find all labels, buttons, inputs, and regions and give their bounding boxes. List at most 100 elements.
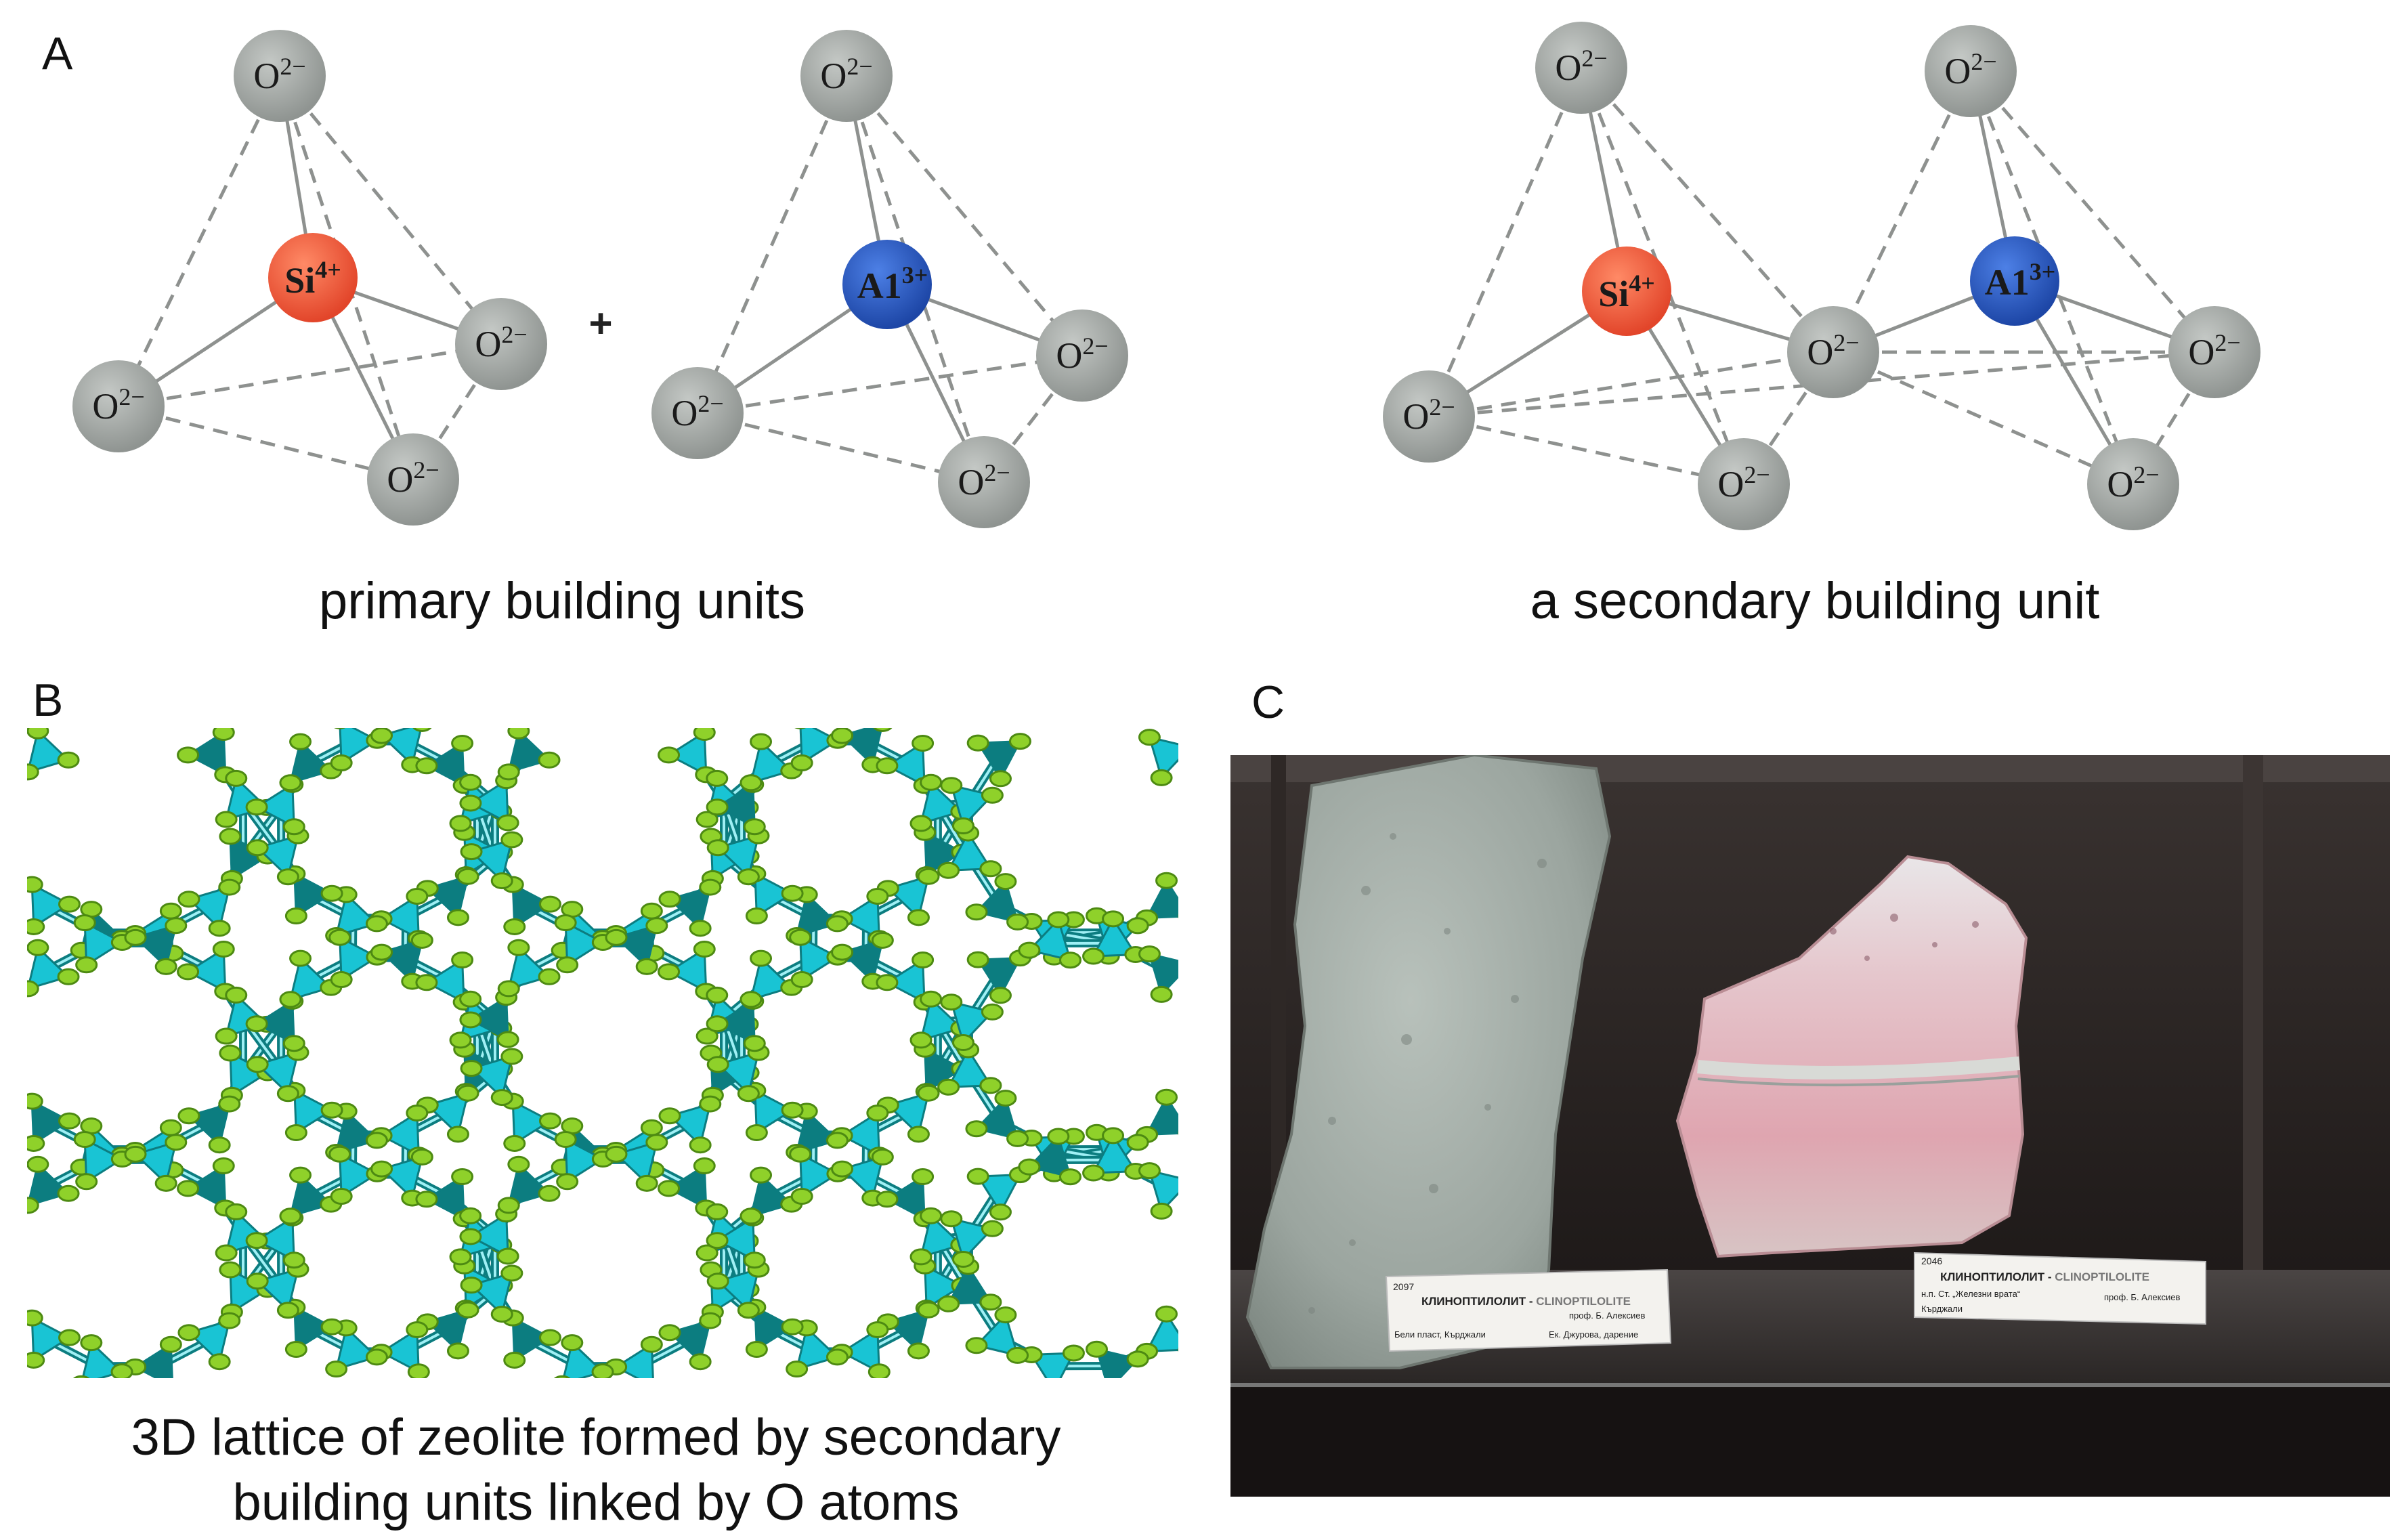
oxygen-sphere — [219, 828, 242, 845]
oxygen-sphere — [320, 1318, 343, 1335]
oxygen-sphere — [27, 728, 49, 740]
oxygen-sphere — [909, 1248, 933, 1266]
tetrahedron — [1092, 1133, 1138, 1174]
oxygen-atom — [1698, 438, 1790, 530]
oxygen-sphere — [871, 931, 894, 949]
oxygen-sphere — [937, 1078, 960, 1096]
tetrahedron — [255, 1216, 295, 1262]
oxygen-sphere — [451, 734, 474, 752]
lattice-caption: 3D lattice of zeolite formed by secondar… — [27, 1405, 1165, 1535]
oxygen-sphere — [177, 1107, 200, 1125]
oxygen-sphere — [27, 980, 39, 998]
oxygen-atom — [1787, 306, 1879, 398]
silicon-atom — [1582, 247, 1671, 336]
oxygen-sphere — [781, 1318, 804, 1335]
oxygen-sphere — [640, 1335, 663, 1353]
lattice-caption-line-1: 3D lattice of zeolite formed by secondar… — [131, 1409, 1061, 1466]
oxygen-sphere — [538, 751, 561, 769]
oxygen-sphere — [561, 1334, 584, 1352]
tetrahedron — [30, 1099, 72, 1146]
oxygen-label: O2− — [1944, 48, 1996, 91]
tetrahedron — [424, 741, 465, 788]
oxygen-sphere — [1058, 1168, 1081, 1186]
oxygen-sphere — [276, 868, 299, 886]
tetrahedron — [424, 1174, 465, 1221]
oxygen-label: O2− — [2107, 461, 2159, 505]
tetrahedron — [715, 999, 756, 1046]
oxygen-sphere — [831, 943, 854, 961]
oxygen-sphere — [940, 1210, 963, 1228]
oxygen-sphere — [789, 1145, 812, 1163]
oxygen-sphere — [276, 1302, 299, 1319]
tetrahedron — [976, 1173, 1023, 1214]
tetrahedron — [666, 1163, 708, 1210]
oxygen-label: O2− — [958, 459, 1010, 502]
oxygen-sphere — [58, 1329, 81, 1346]
oxygen-sphere — [284, 1341, 307, 1359]
oxygen-sphere — [553, 1375, 571, 1378]
oxygen-sphere — [658, 746, 681, 764]
oxygen-sphere — [693, 1157, 716, 1175]
tetrahedron — [339, 1152, 379, 1199]
oxygen-sphere — [27, 1351, 45, 1369]
oxygen-sphere — [490, 1089, 513, 1107]
oxygen-sphere — [1155, 872, 1178, 889]
oxygen-sphere — [966, 734, 989, 752]
oxygen-sphere — [27, 1092, 43, 1110]
oxygen-sphere — [27, 939, 49, 956]
oxygen-sphere — [790, 754, 813, 772]
oxygen-sphere — [246, 1056, 269, 1073]
oxygen-label: O2− — [1807, 329, 1859, 372]
secondary-unit — [1427, 66, 2216, 486]
oxygen-sphere — [554, 914, 577, 932]
oxygen-sphere — [981, 1220, 1004, 1237]
oxygen-sphere — [490, 872, 513, 890]
oxygen-sphere — [496, 1031, 519, 1048]
oxygen-sphere — [328, 928, 351, 946]
oxygen-sphere — [219, 1261, 242, 1279]
oxygen-sphere — [1150, 985, 1173, 1003]
oxygen-sphere — [951, 1251, 974, 1268]
specimen-label-right: 2046 КЛИНОПТИЛОЛИТ - CLINOPTILOLITE н.п.… — [1914, 1252, 2206, 1325]
oxygen-label: O2− — [1056, 333, 1108, 376]
oxygen-sphere — [282, 818, 305, 836]
oxygen-sphere — [689, 1353, 712, 1371]
oxygen-sphere — [750, 733, 773, 750]
oxygen-sphere — [781, 884, 804, 902]
oxygen-sphere — [706, 1056, 729, 1073]
oxygen-label: O2− — [475, 321, 527, 364]
oxygen-sphere — [745, 1341, 768, 1359]
label-donor: проф. Б. Алексиев — [2104, 1292, 2180, 1302]
tetrahedron — [884, 741, 926, 788]
oxygen-sphere — [27, 876, 43, 893]
oxygen-label: O2− — [387, 456, 439, 500]
oxygen-sphere — [446, 1126, 469, 1143]
oxygen-sphere — [451, 1168, 474, 1185]
oxygen-sphere — [965, 903, 988, 921]
oxygen-sphere — [979, 860, 1002, 878]
oxygen-sphere — [208, 1353, 231, 1371]
oxygen-sphere — [538, 1184, 561, 1202]
oxygen-sphere — [177, 746, 200, 764]
oxygen-sphere — [159, 1335, 182, 1353]
oxygen-sphere — [73, 914, 96, 932]
oxygen-sphere — [72, 1375, 90, 1378]
oxygen-sphere — [218, 1312, 241, 1329]
oxygen-atom — [367, 433, 459, 526]
oxygen-sphere — [1126, 1134, 1149, 1151]
tetrahedron — [339, 935, 379, 982]
oxygen-sphere — [1006, 1130, 1029, 1147]
oxygen-sphere — [1006, 913, 1029, 931]
tetrahedron — [947, 1264, 993, 1305]
oxygen-sphere — [917, 1301, 940, 1319]
oxygen-sphere — [365, 1348, 388, 1366]
oxygen-sphere — [320, 884, 343, 902]
aluminium-atom — [1970, 236, 2059, 326]
oxygen-sphere — [456, 1084, 479, 1102]
tetrahedron — [424, 958, 465, 1004]
oxygen-sphere — [245, 798, 268, 816]
oxygen-sphere — [876, 974, 899, 991]
oxygen-sphere — [1062, 1344, 1085, 1362]
oxygen-sphere — [743, 818, 766, 836]
oxygen-sphere — [124, 928, 147, 946]
